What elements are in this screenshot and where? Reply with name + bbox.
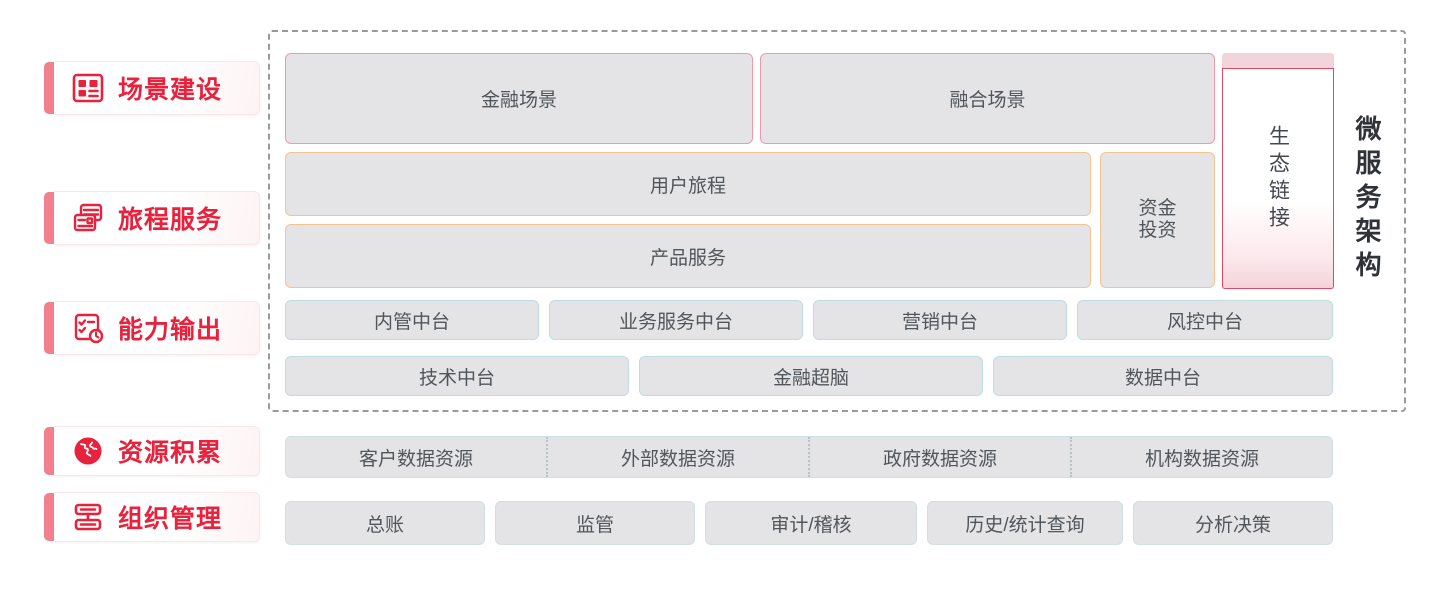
- rail-accent-bar: [44, 493, 54, 541]
- cell-integrated-scene[interactable]: 融合场景: [760, 53, 1215, 144]
- strip-segment-institution-data[interactable]: 机构数据资源: [1072, 437, 1332, 477]
- cell-risk-platform[interactable]: 风控中台: [1077, 300, 1333, 340]
- org-chart-icon: [68, 497, 108, 537]
- cell-business-service-platform[interactable]: 业务服务中台: [549, 300, 803, 340]
- cell-label: 历史/统计查询: [965, 514, 1085, 536]
- cell-label: 监管: [575, 514, 614, 536]
- cell-fund-investment[interactable]: 资金 投资: [1100, 152, 1215, 288]
- cell-label: 产品服务: [649, 247, 726, 269]
- cell-label: 客户数据资源: [358, 448, 473, 470]
- cell-general-ledger[interactable]: 总账: [285, 501, 485, 545]
- cell-history-statistics-query[interactable]: 历史/统计查询: [927, 501, 1123, 545]
- cell-finance-brain[interactable]: 金融超脑: [639, 356, 983, 396]
- rail-accent-bar: [44, 427, 54, 475]
- rail-item-label: 组织管理: [118, 505, 223, 533]
- rail-item-journey[interactable]: 旅程服务: [44, 191, 260, 245]
- rail-item-organization[interactable]: 组织管理: [44, 492, 260, 542]
- cell-product-service[interactable]: 产品服务: [285, 224, 1091, 288]
- cell-financial-scene[interactable]: 金融场景: [285, 53, 753, 144]
- page-title: 微服务架构: [1352, 115, 1382, 285]
- rail-item-resource[interactable]: 资源积累: [44, 426, 260, 476]
- cell-tech-platform[interactable]: 技术中台: [285, 356, 629, 396]
- cell-data-platform[interactable]: 数据中台: [993, 356, 1333, 396]
- cell-label: 用户旅程: [649, 175, 726, 197]
- cell-label: 机构数据资源: [1144, 448, 1259, 470]
- cell-supervision[interactable]: 监管: [495, 501, 695, 545]
- cell-label: 融合场景: [949, 90, 1026, 111]
- rail-accent-bar: [44, 192, 54, 244]
- rail-item-capability[interactable]: 能力输出: [44, 301, 260, 355]
- strip-segment-government-data[interactable]: 政府数据资源: [810, 437, 1072, 477]
- rail-accent-bar: [44, 302, 54, 354]
- cards-stack-icon: [68, 198, 108, 238]
- rail-item-label: 能力输出: [118, 316, 223, 344]
- cell-user-journey[interactable]: 用户旅程: [285, 152, 1091, 216]
- cell-label: 金融超脑: [772, 367, 849, 389]
- microservice-title: 微服务架构: [1344, 55, 1390, 345]
- resource-strip: 客户数据资源 外部数据资源 政府数据资源 机构数据资源: [285, 436, 1333, 478]
- cell-label: 总账: [365, 514, 404, 536]
- rail-item-label: 资源积累: [118, 439, 223, 467]
- checklist-clock-icon: [68, 308, 108, 348]
- cell-label: 政府数据资源: [882, 448, 997, 470]
- strip-segment-external-data[interactable]: 外部数据资源: [548, 437, 810, 477]
- cell-label: 生态链接: [1266, 124, 1290, 233]
- cell-eco-link[interactable]: 生态链接: [1222, 53, 1334, 289]
- cell-audit[interactable]: 审计/稽核: [705, 501, 917, 545]
- globe-icon: [68, 431, 108, 471]
- cell-analysis-decision[interactable]: 分析决策: [1133, 501, 1333, 545]
- rail-accent-bar: [44, 62, 54, 114]
- cell-label: 金融场景: [480, 90, 557, 111]
- cell-label: 风控中台: [1166, 311, 1243, 333]
- rail-item-label: 旅程服务: [118, 206, 223, 234]
- cell-label: 业务服务中台: [618, 311, 733, 333]
- cell-label-line1: 资金: [1138, 198, 1177, 220]
- cell-label-line2: 投资: [1138, 220, 1177, 241]
- microservice-container: [268, 30, 1406, 412]
- cell-label: 分析决策: [1194, 514, 1271, 536]
- rail-item-scene[interactable]: 场景建设: [44, 61, 260, 115]
- strip-segment-customer-data[interactable]: 客户数据资源: [286, 437, 548, 477]
- cell-label: 营销中台: [901, 311, 978, 333]
- cell-label: 数据中台: [1124, 367, 1201, 389]
- dashboard-layout-icon: [68, 68, 108, 108]
- cell-label: 审计/稽核: [770, 514, 852, 536]
- cell-label: 内管中台: [373, 311, 450, 333]
- cell-label: 外部数据资源: [620, 448, 735, 470]
- rail-item-label: 场景建设: [118, 76, 223, 104]
- cell-label: 技术中台: [418, 367, 495, 389]
- cell-marketing-platform[interactable]: 营销中台: [813, 300, 1067, 340]
- cell-internal-platform[interactable]: 内管中台: [285, 300, 539, 340]
